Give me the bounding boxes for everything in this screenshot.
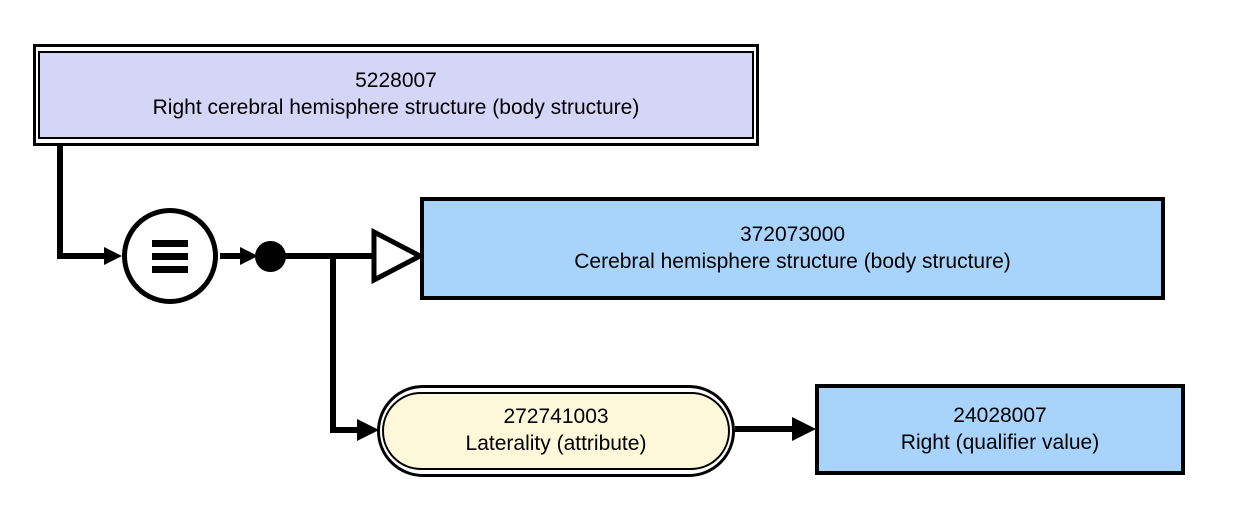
edge-attribute-to-value [735,417,816,441]
concept-node-parent[interactable]: 372073000 Cerebral hemisphere structure … [420,197,1165,300]
concept-parent-sctid: 372073000 [739,222,846,246]
concept-focus-sctid: 5228007 [355,69,437,93]
concept-node-focus-inner: 5228007 Right cerebral hemisphere struct… [38,51,754,139]
isa-hollow-triangle-arrowhead [371,227,426,285]
equivalence-bar-1 [152,239,188,247]
equivalence-bar-2 [152,252,188,260]
edge-conjunction-to-attribute [330,256,379,441]
edge-equivalence-to-conjunction [220,247,258,265]
concept-value-sctid: 24028007 [953,403,1047,427]
attribute-node-laterality-inner: 272741003 Laterality (attribute) [382,392,730,470]
equivalence-bar-3 [152,265,188,273]
concept-focus-term: Right cerebral hemisphere structure (bod… [152,96,640,119]
conjunction-node-icon[interactable] [255,241,286,272]
edge-focus-to-equivalence [57,146,122,265]
attribute-term: Laterality (attribute) [465,432,647,455]
concept-node-focus[interactable]: 5228007 Right cerebral hemisphere struct… [33,44,759,146]
equivalent-to-operator-icon[interactable] [122,208,218,304]
concept-parent-term: Cerebral hemisphere structure (body stru… [574,249,1011,273]
attribute-node-laterality[interactable]: 272741003 Laterality (attribute) [377,385,735,477]
concept-value-term: Right (qualifier value) [900,430,1100,454]
concept-node-value[interactable]: 24028007 Right (qualifier value) [815,384,1185,475]
attribute-sctid: 272741003 [503,405,609,429]
